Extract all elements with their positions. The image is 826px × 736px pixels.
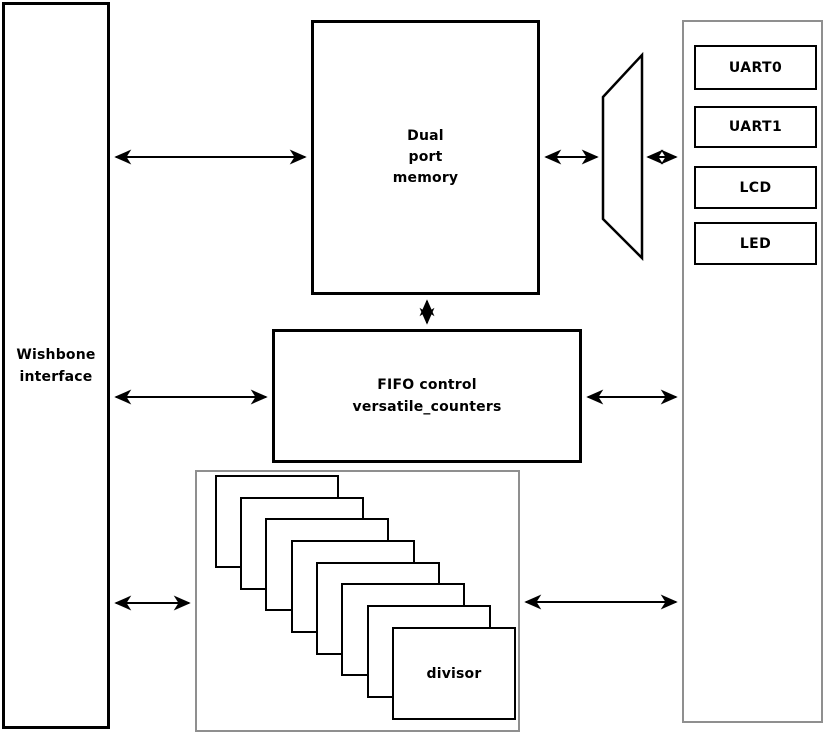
- uart0-block: UART0: [694, 45, 817, 90]
- led-label: LED: [739, 235, 772, 252]
- mux-shape: [601, 51, 644, 262]
- fifo-control-label: FIFO control versatile_counters: [352, 377, 502, 415]
- led-block: LED: [694, 222, 817, 265]
- uart1-label: UART1: [728, 119, 783, 135]
- divisor-block: divisor: [392, 627, 516, 720]
- uart0-label: UART0: [728, 59, 783, 76]
- fifo-control-block: FIFO control versatile_counters: [272, 329, 582, 463]
- dual-port-memory-block: Dual port memory: [311, 20, 540, 295]
- lcd-label: LCD: [739, 179, 772, 196]
- lcd-block: LCD: [694, 166, 817, 209]
- uart1-block: UART1: [694, 106, 817, 148]
- wishbone-interface-label: Wishbone interface: [16, 346, 96, 385]
- wishbone-interface-block: Wishbone interface: [2, 2, 110, 729]
- divisor-label: divisor: [426, 665, 482, 682]
- dual-port-memory-label: Dual port memory: [392, 128, 459, 186]
